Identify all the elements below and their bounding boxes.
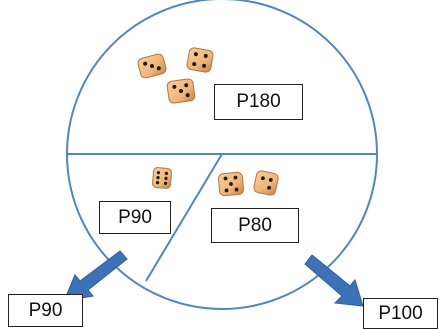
top-region-label: P180	[214, 84, 303, 120]
die-icon	[253, 170, 279, 196]
bottom-right-region-label: P80	[211, 208, 299, 243]
die-icon	[218, 171, 244, 197]
diagonal-divider	[145, 153, 223, 282]
output-left-label: P90	[8, 294, 83, 327]
die-icon	[186, 47, 214, 73]
die-icon	[151, 167, 173, 189]
output-right-label: P100	[363, 298, 438, 329]
die-icon	[137, 53, 167, 79]
arrow-down-right-icon	[304, 254, 364, 307]
die-icon	[166, 78, 196, 104]
bottom-left-region-label: P90	[99, 201, 171, 234]
